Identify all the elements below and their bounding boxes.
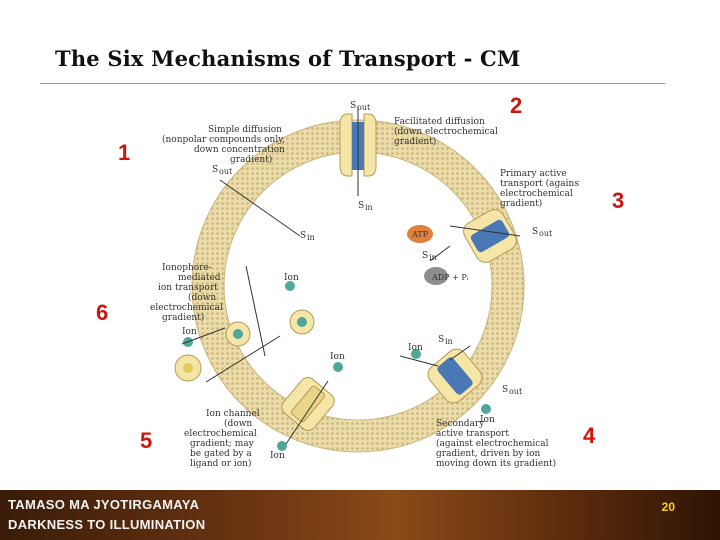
substrate-labels: S out S in S out S in S out S in S in S …	[212, 101, 553, 396]
svg-text:active transport: active transport	[436, 429, 509, 439]
mechanism-number-6: 6	[96, 300, 109, 325]
svg-text:S: S	[422, 251, 428, 261]
transport-mechanisms-diagram: ATP ADP + Pᵢ Simple diffusion (nonpolar …	[150, 101, 580, 469]
svg-text:gradient): gradient)	[500, 198, 542, 209]
mechanism-number-2: 2	[510, 93, 523, 118]
atp-molecule	[407, 225, 433, 243]
adp-molecule	[424, 267, 448, 285]
mechanism-number-4: 4	[583, 423, 596, 448]
svg-text:in: in	[307, 233, 315, 242]
svg-text:Ion: Ion	[270, 451, 285, 461]
svg-text:(down: (down	[224, 418, 252, 429]
svg-text:Ion: Ion	[182, 327, 197, 337]
svg-text:in: in	[429, 253, 437, 262]
mechanism-number-1: 1	[118, 140, 131, 165]
svg-text:gradient, driven by ion: gradient, driven by ion	[436, 449, 541, 459]
svg-text:Facilitated diffusion: Facilitated diffusion	[394, 117, 485, 127]
svg-text:(against electrochemical: (against electrochemical	[436, 438, 549, 449]
svg-text:(nonpolar compounds only,: (nonpolar compounds only,	[162, 134, 285, 145]
svg-text:out: out	[509, 387, 523, 396]
svg-text:Ion channel: Ion channel	[206, 409, 260, 419]
svg-text:S: S	[532, 227, 538, 237]
svg-text:gradient; may: gradient; may	[190, 439, 255, 449]
svg-text:in: in	[445, 337, 453, 346]
svg-text:S: S	[358, 201, 364, 211]
svg-text:down concentration: down concentration	[194, 145, 285, 155]
secondary-active-transporter	[427, 348, 483, 404]
transport-arrows	[181, 179, 521, 445]
label-facilitated-diffusion: Facilitated diffusion (down electrochemi…	[394, 117, 498, 147]
mechanism-number-3: 3	[612, 188, 625, 213]
svg-text:gradient): gradient)	[394, 136, 436, 147]
atp-label: ATP	[411, 230, 429, 239]
title-divider	[40, 83, 665, 84]
adp-label: ADP + Pᵢ	[431, 273, 469, 282]
svg-text:electrochemical: electrochemical	[500, 189, 573, 199]
svg-text:Ion: Ion	[330, 352, 345, 362]
svg-text:Ion: Ion	[408, 343, 423, 353]
footer-banner: TAMASO MA JYOTIRGAMAYA DARKNESS TO ILLUM…	[0, 490, 720, 540]
svg-text:(down: (down	[188, 292, 216, 303]
svg-text:Ion: Ion	[480, 415, 495, 425]
svg-text:Ion: Ion	[284, 273, 299, 283]
ionophore-complex	[174, 309, 315, 382]
svg-text:S: S	[350, 101, 356, 111]
footer-motto-line1: TAMASO MA JYOTIRGAMAYA	[8, 497, 200, 512]
svg-text:out: out	[219, 167, 233, 176]
svg-text:in: in	[365, 203, 373, 212]
label-simple-diffusion: Simple diffusion (nonpolar compounds onl…	[162, 125, 285, 165]
svg-text:transport (against: transport (against	[500, 178, 580, 189]
svg-text:electrochemical: electrochemical	[150, 303, 223, 313]
svg-text:moving down its gradient): moving down its gradient)	[436, 458, 556, 469]
label-secondary-active: Secondary active transport (against elec…	[436, 419, 556, 469]
svg-text:gradient): gradient)	[230, 154, 272, 165]
ion-labels: Ion Ion Ion Ion Ion Ion	[182, 273, 495, 461]
svg-text:S: S	[300, 231, 306, 241]
svg-text:out: out	[539, 229, 553, 238]
svg-text:Secondary: Secondary	[436, 419, 485, 429]
svg-text:S: S	[502, 385, 508, 395]
svg-text:Ionophore-: Ionophore-	[162, 263, 212, 273]
primary-active-pump	[463, 209, 517, 263]
svg-text:electrochemical: electrochemical	[184, 429, 257, 439]
svg-text:S: S	[438, 335, 444, 345]
footer-motto-line2: DARKNESS TO ILLUMINATION	[8, 517, 206, 532]
svg-text:ligand or ion): ligand or ion)	[190, 458, 252, 469]
label-ion-channel: Ion channel (down electrochemical gradie…	[184, 409, 260, 469]
label-primary-active: Primary active transport (against electr…	[500, 169, 580, 209]
svg-text:S: S	[212, 165, 218, 175]
svg-text:Simple diffusion: Simple diffusion	[208, 125, 282, 135]
svg-text:mediated: mediated	[178, 273, 221, 283]
svg-text:out: out	[357, 103, 371, 112]
svg-text:(down electrochemical: (down electrochemical	[394, 126, 498, 137]
page-number: 20	[661, 500, 675, 514]
slide-title: The Six Mechanisms of Transport - CM	[55, 46, 521, 71]
svg-text:be gated by a: be gated by a	[190, 449, 252, 459]
svg-text:ion transport: ion transport	[158, 283, 218, 293]
label-ionophore: Ionophore- mediated ion transport (down …	[150, 263, 223, 323]
svg-text:gradient): gradient)	[162, 312, 204, 323]
mechanism-number-5: 5	[140, 428, 153, 453]
svg-text:Primary active: Primary active	[500, 169, 567, 179]
